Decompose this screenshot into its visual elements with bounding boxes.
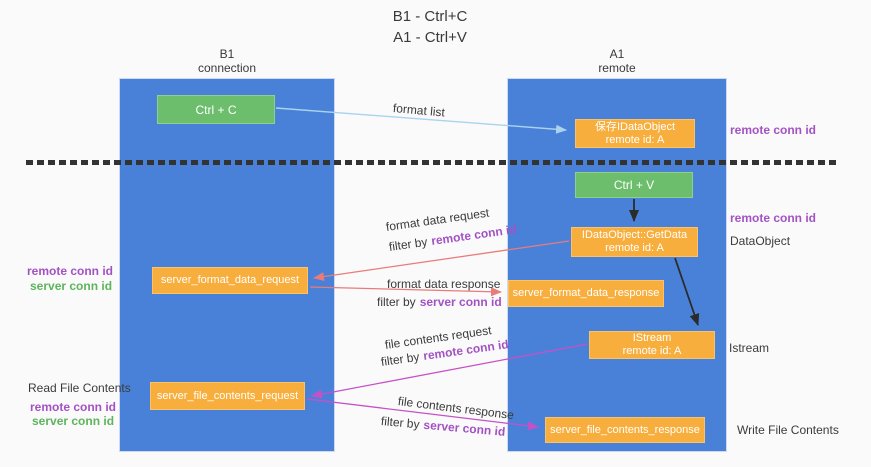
istream-side-label: Istream [729, 341, 770, 355]
istream-line1: IStream [632, 332, 672, 344]
server-format-data-request-box: server_format_data_request [152, 267, 308, 294]
arrow-getdata-to-istream [674, 257, 700, 326]
phase-divider-dashed-line [26, 160, 836, 165]
filter-by-text: filter by [377, 295, 416, 309]
idataobject-getdata-box: IDataObject::GetData remote id: A [571, 227, 698, 257]
server-file-contents-response-box: server_file_contents_response [545, 417, 705, 443]
left-server-conn-id-label-bottom: server conn id [32, 414, 115, 428]
title-line-1: B1 - Ctrl+C [392, 8, 468, 25]
right-remote-conn-id-label-middle: remote conn id [730, 211, 817, 225]
read-file-contents-label: Read File Contents [28, 381, 131, 395]
left-column-name: B1 [219, 47, 235, 61]
left-remote-conn-id-label-bottom: remote conn id [30, 400, 117, 414]
right-column-name: A1 [609, 47, 625, 61]
ctrl-v-box: Ctrl + V [575, 172, 693, 198]
arrow-file-contents-response [306, 398, 539, 431]
save-idataobject-line1: 保存IDataObject [594, 120, 676, 133]
save-idataobject-box: 保存IDataObject remote id: A [575, 119, 695, 148]
getdata-line1: IDataObject::GetData [581, 229, 688, 241]
diagram-title: B1 - Ctrl+C A1 - Ctrl+V [300, 6, 560, 48]
right-remote-conn-id-label-top: remote conn id [730, 123, 817, 137]
server-format-data-response-label: server_format_data_response [512, 287, 660, 299]
left-column-subtitle: connection [197, 61, 257, 75]
istream-line2: remote id: A [622, 345, 682, 357]
istream-box: IStream remote id: A [589, 331, 715, 359]
format-data-response-label: format data response [387, 277, 501, 291]
server-format-data-response-box: server_format_data_response [508, 280, 664, 307]
left-remote-conn-id-label-top: remote conn id [27, 264, 114, 278]
dataobject-label: DataObject [730, 234, 791, 248]
ctrl-v-label: Ctrl + V [613, 178, 655, 192]
save-idataobject-line2: remote id: A [605, 133, 665, 146]
server-file-contents-request-box: server_file_contents_request [150, 382, 305, 410]
ctrl-c-box: Ctrl + C [157, 95, 275, 124]
arrow-file-contents-request [311, 343, 588, 399]
server-file-contents-response-label: server_file_contents_response [550, 423, 700, 436]
server-conn-id-text: server conn id [419, 295, 502, 309]
left-server-conn-id-label-top: server conn id [30, 279, 113, 293]
arrow-format-data-request [313, 240, 570, 282]
write-file-contents-label: Write File Contents [737, 423, 839, 437]
ctrl-c-label: Ctrl + C [195, 102, 237, 117]
left-column-header: B1 connection [119, 47, 335, 75]
title-line-2: A1 - Ctrl+V [393, 29, 467, 46]
getdata-line2: remote id: A [605, 242, 664, 254]
arrow-format-list [275, 107, 567, 134]
server-file-contents-request-label: server_file_contents_request [156, 389, 299, 402]
arrow-format-data-response [309, 286, 502, 297]
right-column-header: A1 remote [507, 47, 727, 75]
right-column-subtitle: remote [598, 61, 636, 75]
server-format-data-request-label: server_format_data_request [160, 274, 300, 286]
